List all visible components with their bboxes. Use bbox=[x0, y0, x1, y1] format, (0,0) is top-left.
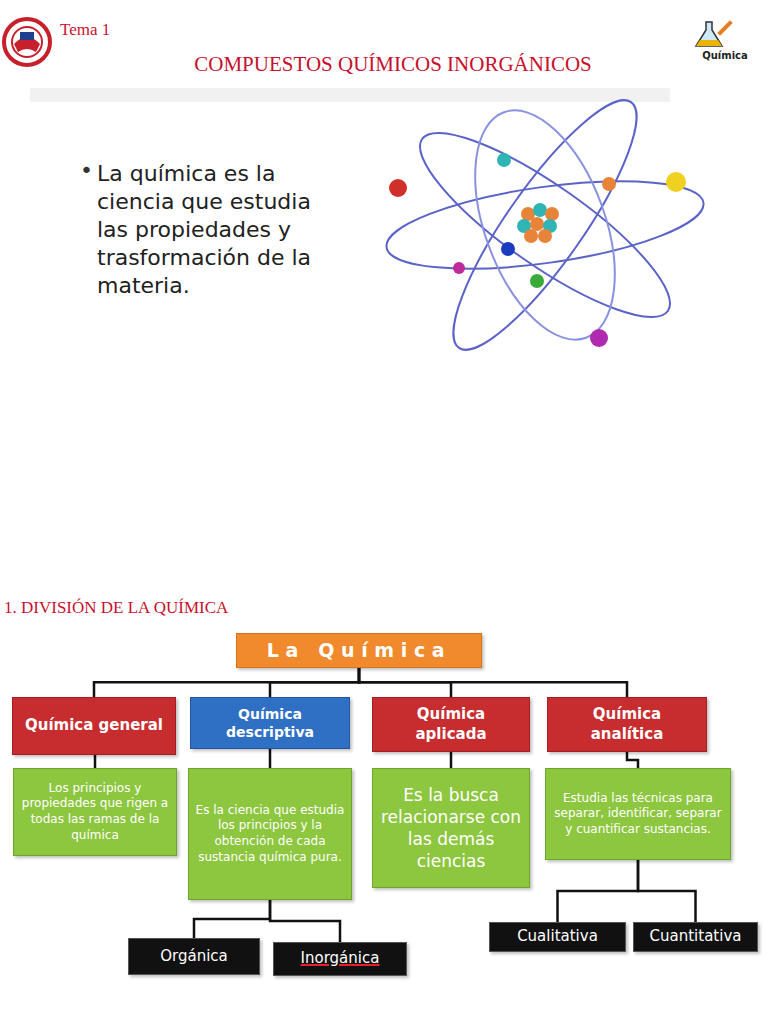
connector-line bbox=[94, 755, 97, 768]
box-text: Química descriptiva bbox=[197, 705, 343, 741]
box-text: Los principios y propiedades que rigen a… bbox=[20, 781, 170, 843]
box-text: Cuantitativa bbox=[650, 927, 742, 947]
topic-label: Tema 1 bbox=[60, 20, 160, 40]
chemistry-icon bbox=[696, 20, 733, 46]
connector-line bbox=[450, 752, 453, 768]
branch-box: Química aplicada bbox=[372, 697, 530, 752]
connector-line bbox=[359, 668, 627, 697]
box-text: Química general bbox=[25, 716, 163, 736]
section-heading: 1. DIVISIÓN DE LA QUÍMICA bbox=[4, 598, 324, 618]
box-text: Química analítica bbox=[554, 705, 700, 744]
box-text: Química aplicada bbox=[379, 705, 523, 744]
icon-caption: Química bbox=[690, 50, 760, 61]
box-text: Es la busca relacionarse con las demás c… bbox=[379, 784, 523, 872]
box-text: Orgánica bbox=[160, 947, 228, 967]
connector-line bbox=[638, 860, 696, 922]
atom-illustration bbox=[381, 80, 708, 369]
subbranch-box: Orgánica bbox=[128, 938, 260, 975]
root-box: La Química bbox=[236, 633, 482, 668]
connector-line bbox=[558, 860, 639, 922]
connector-line bbox=[270, 668, 359, 697]
box-text: Cualitativa bbox=[517, 927, 598, 947]
connector-line bbox=[269, 749, 272, 768]
slide-haze bbox=[30, 88, 670, 102]
definition-text: La química es la ciencia que estudia las… bbox=[97, 160, 337, 300]
atom-electrons bbox=[389, 153, 686, 347]
box-text: Inorgánica bbox=[301, 949, 380, 969]
description-box: Es la busca relacionarse con las demás c… bbox=[372, 768, 530, 888]
bullet: • bbox=[80, 158, 94, 183]
connector-line bbox=[194, 900, 270, 938]
description-box: Los principios y propiedades que rigen a… bbox=[13, 768, 177, 856]
page-title: COMPUESTOS QUÍMICOS INORGÁNICOS bbox=[100, 52, 686, 77]
branch-box: Química general bbox=[12, 697, 176, 755]
connector-line bbox=[94, 668, 359, 697]
subbranch-box: Cualitativa bbox=[489, 922, 626, 952]
box-text: Es la ciencia que estudia los principios… bbox=[195, 803, 345, 865]
school-emblem bbox=[4, 19, 50, 65]
branch-box: Química analítica bbox=[547, 697, 707, 752]
branch-box: Química descriptiva bbox=[190, 697, 350, 749]
description-box: Es la ciencia que estudia los principios… bbox=[188, 768, 352, 900]
connector-line bbox=[627, 752, 638, 768]
subbranch-box: Cuantitativa bbox=[633, 922, 758, 952]
description-box: Estudia las técnicas para separar, ident… bbox=[545, 768, 731, 860]
subbranch-box: Inorgánica bbox=[273, 942, 407, 976]
box-text: Estudia las técnicas para separar, ident… bbox=[552, 791, 724, 838]
box-text: La Química bbox=[267, 638, 452, 663]
connector-line bbox=[270, 900, 340, 942]
atom-nucleus bbox=[517, 203, 559, 243]
